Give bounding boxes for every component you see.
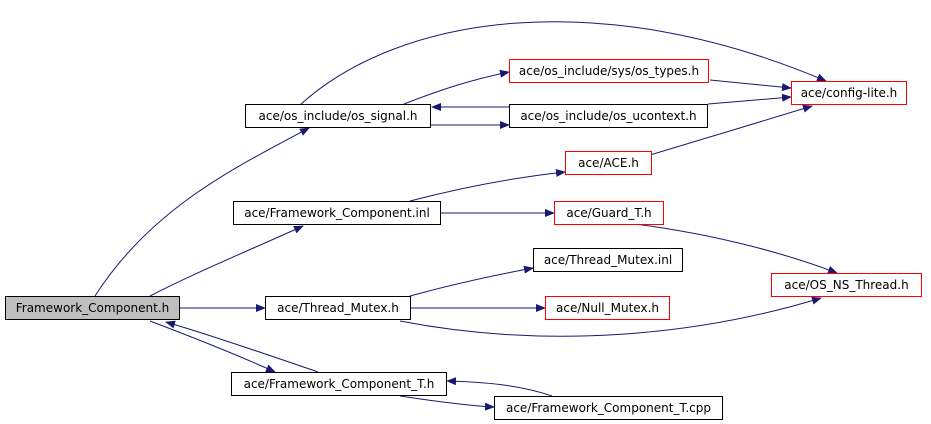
node-os-signal-h[interactable]: ace/os_include/os_signal.h [245,104,431,128]
node-thread-mutex-inl[interactable]: ace/Thread_Mutex.inl [533,248,683,272]
node-framework-component-t-h[interactable]: ace/Framework_Component_T.h [231,372,447,396]
edge-root-to-framework-inl [149,225,304,297]
edge-framework-t-h-to-framework-t-cpp [399,395,495,411]
edge-framework-inl-to-ace [409,169,566,202]
edge-ace-to-config-lite [649,104,813,156]
edge-os-signal-to-os-types [403,69,510,105]
node-os-ucontext-h[interactable]: ace/os_include/os_ucontext.h [509,104,708,128]
edge-os-types-to-config-lite [709,79,792,92]
node-null-mutex-h[interactable]: ace/Null_Mutex.h [545,296,670,320]
node-ace-h[interactable]: ace/ACE.h [565,151,652,175]
edge-root-to-framework-t-h [149,320,276,373]
node-thread-mutex-h[interactable]: ace/Thread_Mutex.h [265,296,411,320]
edge-os-signal-to-config-lite [300,21,827,105]
edge-root-to-os-signal [94,127,310,297]
edge-framework-t-cpp-to-framework-t-h [446,377,553,397]
node-config-lite-h[interactable]: ace/config-lite.h [791,81,907,105]
node-guard-t-h[interactable]: ace/Guard_T.h [554,201,664,225]
node-framework-component-inl[interactable]: ace/Framework_Component.inl [233,201,441,225]
edge-os-ucontext-to-config-lite [707,93,792,105]
edge-guard-t-to-os-ns-thread [634,223,838,274]
node-framework-component-h: Framework_Component.h [5,296,180,320]
node-os-ns-thread-h[interactable]: ace/OS_NS_Thread.h [771,273,922,297]
edge-framework-t-h-to-root [165,320,319,373]
edge-thread-mutex-to-thread-mutex-inl [409,265,534,297]
node-os-types-h[interactable]: ace/os_include/sys/os_types.h [509,59,709,83]
edge-thread-mutex-to-os-ns-thread [399,296,822,337]
node-framework-component-t-cpp[interactable]: ace/Framework_Component_T.cpp [494,396,723,420]
